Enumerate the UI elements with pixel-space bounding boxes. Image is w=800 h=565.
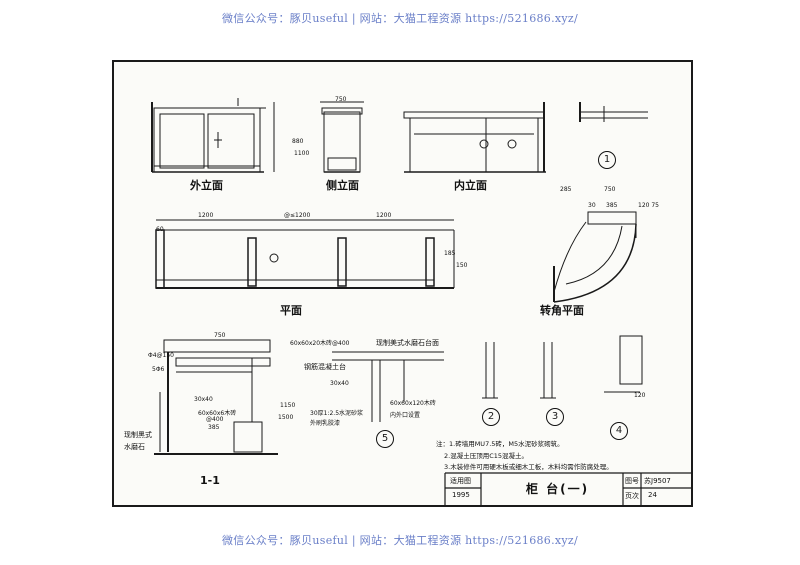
annotation-terrazzo-top: 现制美式水磨石台面 (376, 339, 439, 347)
annotation-inner-outer: 内外口设置 (390, 412, 421, 419)
title-block-year: 1995 (452, 491, 470, 499)
dim-150-side: 150 (456, 262, 468, 269)
annotation-rebar-150: Φ4@150 (148, 352, 174, 359)
plan-drawing (155, 219, 455, 289)
title-block-page-label: 页次 (625, 492, 639, 500)
detail-1-drawing (579, 102, 648, 122)
dim-185: 185 (444, 250, 456, 257)
annotation-wood-brick-6: 60x60x6木砖 (198, 410, 237, 417)
dim-1100: 1100 (294, 150, 310, 157)
detail-4-drawing (604, 335, 643, 393)
side-elevation-drawing (320, 101, 364, 173)
dim-750-corner: 750 (604, 186, 616, 193)
watermark-bottom: 微信公众号：豚贝useful | 网站：大猫工程资源 https://52168… (221, 534, 579, 547)
drawing-linework (151, 98, 691, 505)
watermark-top: 微信公众号：豚贝useful | 网站：大猫工程资源 https://52168… (221, 12, 579, 25)
annotation-1500: 1500 (278, 414, 294, 421)
dim-385-section: 385 (208, 424, 220, 431)
detail-1-marker: 1 (598, 151, 616, 169)
annotation-rc-platform: 钢筋混凝土台 (304, 363, 346, 371)
side-elevation-title: 侧立面 (326, 179, 359, 192)
dim-285: 285 (560, 186, 572, 193)
detail-5-drawing (332, 351, 444, 422)
inner-elevation-drawing (403, 102, 546, 173)
note-line-2: 2.混凝土压顶用C15混凝土。 (444, 452, 529, 460)
title-block-lines (444, 472, 691, 505)
annotation-mortar: 30厚1:2.5水泥砂浆 (310, 410, 364, 417)
annotation-30x40-a: 30x40 (330, 380, 349, 387)
corner-plan-title: 转角平面 (540, 304, 584, 317)
dim-60: 60 (156, 226, 164, 233)
title-block-atlas-label: 图号 (625, 477, 639, 485)
annotation-wood-brick-400: 60x60x20木砖@400 (290, 340, 350, 347)
note-line-1: 注：1.砖墙用MU7.5砖，M5水泥砂浆砌筑。 (436, 440, 564, 448)
annotation-latex-paint: 外刷乳胶漆 (310, 420, 341, 427)
detail-3-drawing (540, 342, 556, 399)
title-block-title: 柜 台(一) (526, 482, 590, 496)
dim-120-75: 120 75 (638, 202, 659, 209)
annotation-cast-terrazzo-1: 现制黑式 (124, 431, 152, 439)
dim-750-side: 750 (335, 96, 347, 103)
outer-elevation-title: 外立面 (190, 179, 223, 192)
title-block-code-label: 适用图 (450, 477, 471, 485)
section-1-1-title: 1-1 (200, 474, 220, 487)
corner-plan-drawing (553, 211, 637, 303)
inner-elevation-title: 内立面 (454, 179, 487, 192)
dim-1200-b: 1200 (376, 212, 392, 219)
annotation-30x40-b: 30x40 (194, 396, 213, 403)
outer-elevation-drawing (151, 98, 275, 173)
dim-30: 30 (588, 202, 596, 209)
dim-1200-mid: @≤1200 (284, 212, 311, 219)
drawing-sheet: 外立面 侧立面 内立面 平面 转角平面 1-1 1 5 2 3 4 750 12… (112, 60, 693, 507)
plan-title: 平面 (280, 304, 302, 317)
title-block-page-value: 24 (648, 491, 657, 499)
annotation-wood-brick-120: 60x60x120木砖 (390, 400, 436, 407)
detail-2-drawing (482, 342, 498, 399)
dim-1150: 1150 (280, 402, 296, 409)
dim-120: 120 (634, 392, 646, 399)
dim-385: 385 (606, 202, 618, 209)
section-1-1-drawing (154, 339, 278, 455)
detail-4-marker: 4 (610, 422, 628, 440)
note-line-3: 3.木装修件可用硬木板或细木工板，木料均需作防腐处理。 (444, 463, 613, 471)
annotation-rebar-5: 5Φ6 (152, 366, 165, 373)
detail-3-marker: 3 (546, 408, 564, 426)
dim-880: 880 (292, 138, 304, 145)
detail-2-marker: 2 (482, 408, 500, 426)
annotation-cast-terrazzo-2: 水磨石 (124, 443, 145, 451)
detail-5-marker: 5 (376, 430, 394, 448)
dim-750-section: 750 (214, 332, 226, 339)
title-block-atlas-value: 苏J9507 (644, 477, 671, 485)
dim-1200-a: 1200 (198, 212, 214, 219)
annotation-at-400: @400 (206, 416, 224, 423)
